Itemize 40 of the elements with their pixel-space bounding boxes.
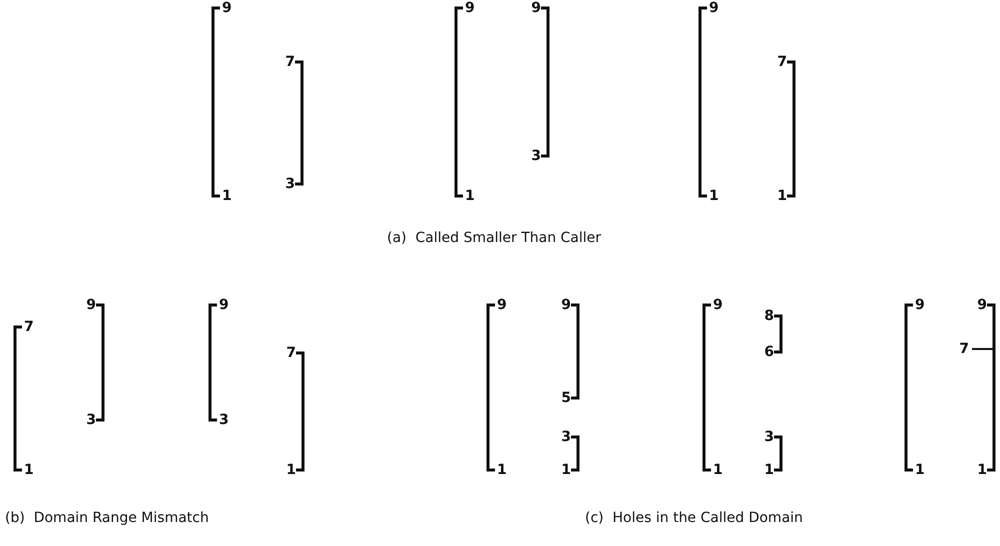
range-bound-label: 9 xyxy=(86,297,96,313)
range-bound-label: 3 xyxy=(285,176,295,192)
range-bound-label: 6 xyxy=(764,344,774,360)
range-bound-label: 1 xyxy=(977,462,987,478)
range-bound-label: 1 xyxy=(764,462,774,478)
figure-caption: (c) Holes in the Called Domain xyxy=(585,509,803,527)
figure-caption: (b) Domain Range Mismatch xyxy=(5,509,209,527)
range-bound-label: 7 xyxy=(286,345,296,361)
range-bound-label: 7 xyxy=(285,54,295,70)
range-bound-label: 9 xyxy=(497,297,507,313)
figure-caption: (a) Called Smaller Than Caller xyxy=(387,229,602,247)
range-bound-label: 9 xyxy=(915,297,925,313)
range-bound-label: 1 xyxy=(915,462,925,478)
range-bound-label: 7 xyxy=(959,341,969,357)
range-bound-label: 7 xyxy=(24,319,34,335)
range-bound-label: 3 xyxy=(219,412,229,428)
range-bound-label: 1 xyxy=(713,462,723,478)
range-bound-label: 9 xyxy=(709,0,719,16)
range-bound-label: 3 xyxy=(764,429,774,445)
range-bound-label: 1 xyxy=(222,188,232,204)
range-bound-label: 9 xyxy=(222,0,232,16)
range-bound-label: 5 xyxy=(561,390,571,406)
range-bound-label: 7 xyxy=(777,54,787,70)
range-bound-label: 8 xyxy=(764,308,774,324)
range-bound-label: 3 xyxy=(86,412,96,428)
range-bound-label: 1 xyxy=(24,462,34,478)
range-bound-label: 1 xyxy=(561,462,571,478)
range-bound-label: 9 xyxy=(219,297,229,313)
range-bound-label: 9 xyxy=(465,0,475,16)
range-bound-label: 1 xyxy=(286,462,296,478)
range-bound-label: 9 xyxy=(531,0,541,16)
range-bound-label: 9 xyxy=(977,297,987,313)
range-bound-label: 9 xyxy=(713,297,723,313)
range-bound-label: 1 xyxy=(777,188,787,204)
range-bound-label: 1 xyxy=(709,188,719,204)
range-bound-label: 3 xyxy=(561,429,571,445)
range-bound-label: 1 xyxy=(497,462,507,478)
range-bound-label: 1 xyxy=(465,188,475,204)
range-bound-label: 9 xyxy=(561,297,571,313)
range-bound-label: 3 xyxy=(531,148,541,164)
